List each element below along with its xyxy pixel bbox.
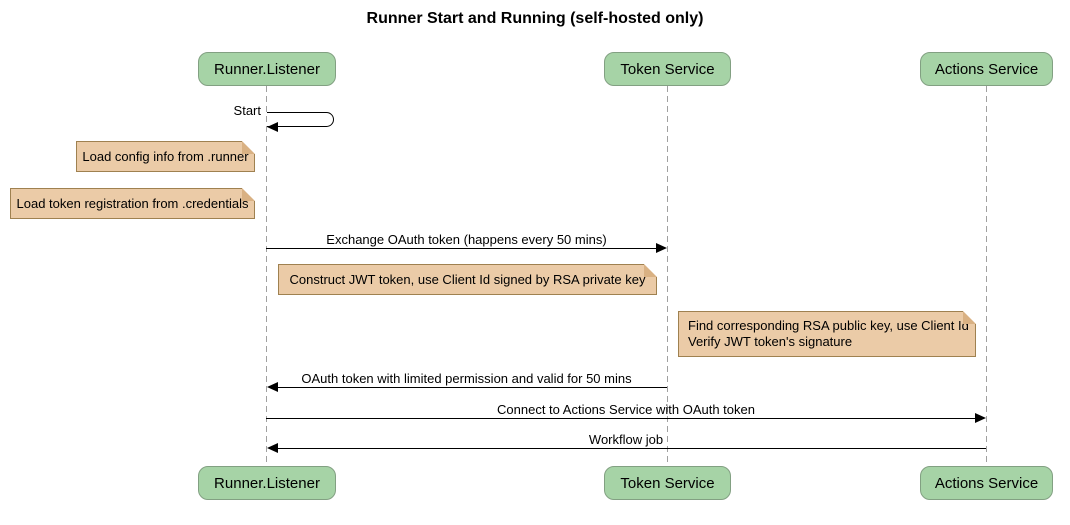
message-connect-label: Connect to Actions Service with OAuth to… [497, 402, 755, 417]
message-connect-line [266, 418, 977, 419]
note-load-config: Load config info from .runner [76, 141, 255, 172]
message-start-label: Start [233, 103, 261, 118]
participant-label: Actions Service [934, 474, 1039, 492]
message-workflow-label: Workflow job [588, 432, 664, 447]
note-text-line2: Verify JWT token's signature [688, 334, 853, 349]
arrowhead-exchange [656, 243, 667, 253]
arrowhead-connect [975, 413, 986, 423]
arrowhead-workflow [267, 443, 278, 453]
participant-token-service-bottom: Token Service [604, 466, 731, 500]
participant-actions-service-top: Actions Service [920, 52, 1053, 86]
note-text: Load config info from .runner [82, 149, 249, 164]
note-load-token: Load token registration from .credential… [10, 188, 255, 219]
lifeline-runner-listener [266, 86, 267, 466]
note-text-line1: Find corresponding RSA public key, use C… [688, 318, 969, 333]
participant-label: Runner.Listener [214, 474, 320, 492]
note-text: Construct JWT token, use Client Id signe… [289, 272, 646, 287]
lifeline-actions-service [986, 86, 987, 466]
note-find-rsa: Find corresponding RSA public key, use C… [678, 311, 976, 357]
note-text: Load token registration from .credential… [16, 196, 249, 211]
participant-runner-listener-top: Runner.Listener [198, 52, 336, 86]
participant-token-service-top: Token Service [604, 52, 731, 86]
diagram-title: Runner Start and Running (self-hosted on… [366, 10, 704, 27]
participant-label: Actions Service [934, 60, 1039, 78]
arrowhead-start [267, 122, 278, 132]
self-loop-line [267, 112, 334, 127]
note-construct-jwt: Construct JWT token, use Client Id signe… [278, 264, 657, 295]
message-exchange-label: Exchange OAuth token (happens every 50 m… [326, 232, 607, 247]
message-oauth-return-line [275, 387, 667, 388]
message-workflow-line [275, 448, 986, 449]
participant-label: Runner.Listener [214, 60, 320, 78]
arrowhead-oauth-return [267, 382, 278, 392]
message-exchange-line [266, 248, 658, 249]
participant-label: Token Service [620, 474, 715, 492]
participant-runner-listener-bottom: Runner.Listener [198, 466, 336, 500]
lifeline-token-service [667, 86, 668, 466]
participant-actions-service-bottom: Actions Service [920, 466, 1053, 500]
message-oauth-return-label: OAuth token with limited permission and … [301, 371, 632, 386]
participant-label: Token Service [620, 60, 715, 78]
